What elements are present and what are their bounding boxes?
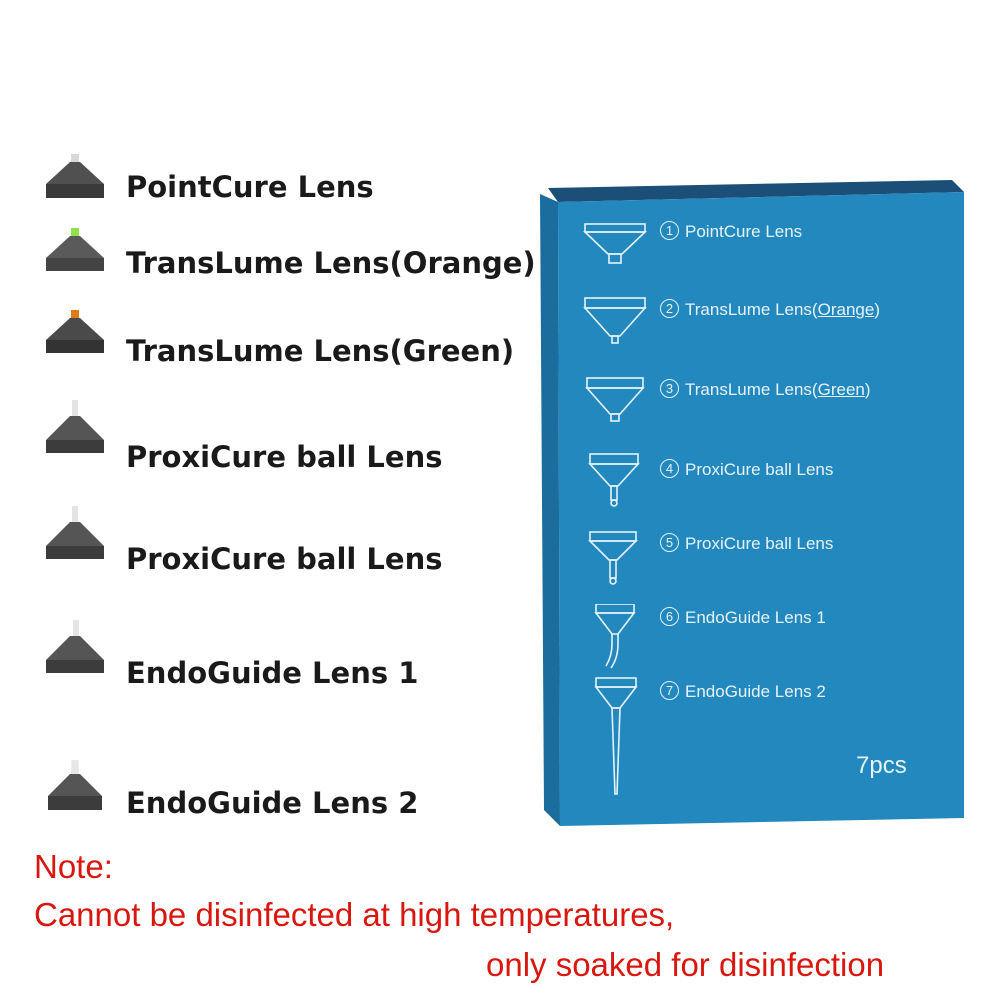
piece-count: 7pcs	[856, 752, 907, 779]
lens-label: EndoGuide Lens 1	[126, 656, 419, 690]
pointcure-lens-diagram-icon	[583, 223, 647, 264]
lens-label: ProxiCure ball Lens	[126, 542, 443, 576]
proxicure-ball-lens-diagram-icon	[588, 531, 638, 585]
note-line-1: Cannot be disinfected at high temperatur…	[34, 896, 675, 933]
endoguide-lens-1-diagram-icon	[594, 604, 636, 669]
list-item: PointCure Lens	[40, 150, 540, 210]
translume-orange-lens-icon	[46, 228, 104, 271]
translume-green-lens-icon	[46, 310, 104, 353]
list-item: TransLume Lens(Green)	[40, 306, 540, 368]
list-item: TransLume Lens(Orange)	[40, 222, 540, 282]
endoguide-lens-2-diagram-icon	[594, 677, 638, 795]
proxicure-ball-lens-icon	[46, 506, 104, 559]
proxicure-ball-lens-icon	[46, 400, 104, 453]
lens-label: TransLume Lens(Green)	[126, 334, 515, 368]
endoguide-lens-1-icon	[46, 620, 104, 673]
lens-label: EndoGuide Lens 2	[126, 786, 419, 820]
box-shape	[540, 180, 964, 826]
pointcure-lens-icon	[46, 154, 104, 198]
list-item: EndoGuide Lens 2	[40, 760, 540, 820]
list-item: EndoGuide Lens 1	[40, 620, 540, 690]
translume-green-lens-diagram-icon	[585, 377, 645, 422]
note-title: Note:	[34, 848, 113, 885]
lens-label: TransLume Lens(Orange)	[126, 246, 536, 280]
lens-label: ProxiCure ball Lens	[126, 440, 443, 474]
lens-label: PointCure Lens	[126, 170, 374, 204]
proxicure-ball-lens-diagram-icon	[588, 453, 640, 507]
note-line-2: only soaked for disinfection	[486, 946, 885, 983]
list-item: ProxiCure ball Lens	[40, 400, 540, 474]
list-item: ProxiCure ball Lens	[40, 506, 540, 576]
endoguide-lens-2-icon	[48, 760, 102, 810]
translume-orange-lens-diagram-icon	[583, 297, 647, 344]
